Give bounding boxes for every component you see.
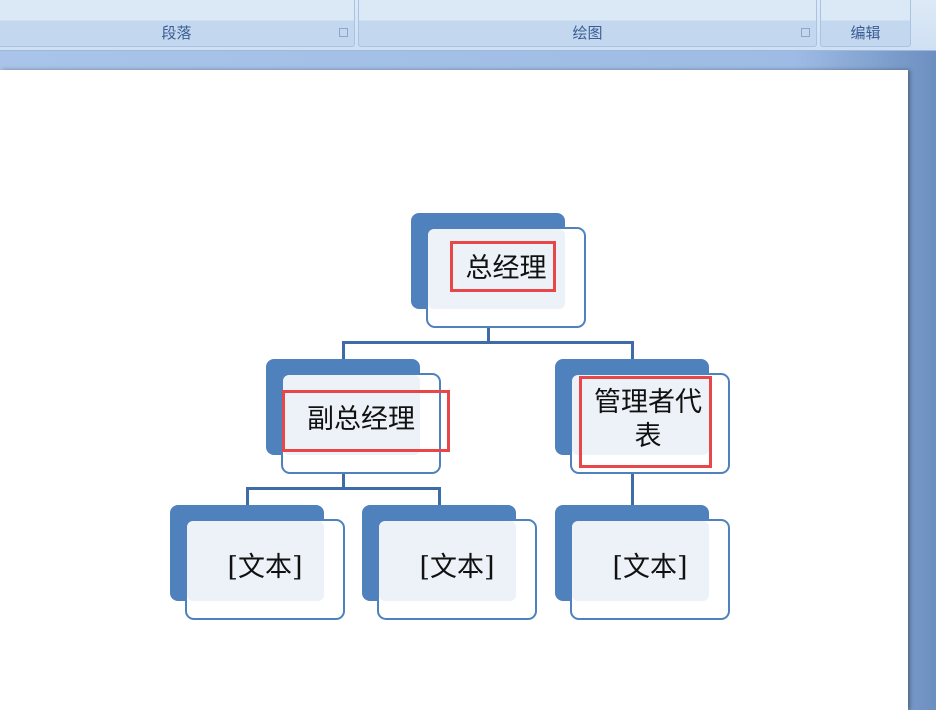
node-text[interactable]: 总经理 xyxy=(465,253,547,284)
node-text[interactable]: 副总经理 xyxy=(307,404,415,435)
node-text[interactable]: [文本] xyxy=(227,552,303,583)
highlight-box xyxy=(579,376,712,468)
dialog-launcher-icon[interactable] xyxy=(801,28,810,37)
group-label: 编辑 xyxy=(850,24,881,42)
ribbon: 段落 绘图 编辑 xyxy=(0,0,936,51)
group-label: 段落 xyxy=(161,24,192,42)
group-label: 绘图 xyxy=(572,24,603,42)
highlight-box xyxy=(282,390,450,452)
connector xyxy=(438,487,441,505)
connector xyxy=(487,327,490,343)
connector xyxy=(246,487,441,490)
dialog-launcher-icon[interactable] xyxy=(339,28,348,37)
connector xyxy=(342,341,634,344)
ribbon-group-drawing: 绘图 xyxy=(358,0,817,47)
connector xyxy=(342,473,345,489)
highlight-box xyxy=(450,241,556,292)
connector xyxy=(342,341,345,359)
connector xyxy=(246,487,249,505)
node-text[interactable]: 管理者代表 xyxy=(594,387,702,452)
node-text[interactable]: [文本] xyxy=(419,552,495,583)
connector xyxy=(631,341,634,359)
ribbon-group-paragraph: 段落 xyxy=(0,0,355,47)
ribbon-group-editing[interactable]: 编辑 xyxy=(820,0,911,47)
connector xyxy=(631,473,634,505)
node-text[interactable]: [文本] xyxy=(612,552,688,583)
